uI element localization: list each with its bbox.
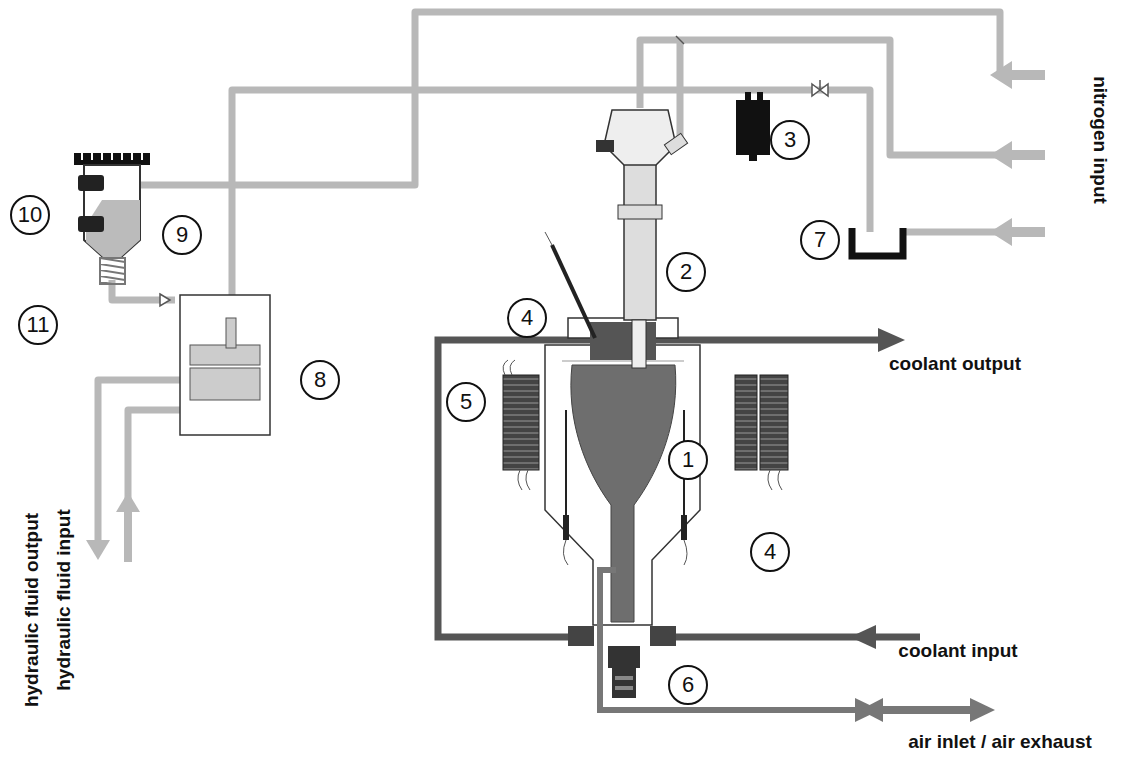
callout-number: 5	[446, 382, 486, 422]
callout-number: 1	[668, 440, 708, 480]
callout-number: 9	[162, 215, 202, 255]
callout-number: 4	[750, 532, 790, 572]
callout-number: 6	[668, 665, 708, 705]
side-label: hydraulic fluid output	[21, 513, 43, 707]
callout-number: 4	[507, 298, 547, 338]
callout-number: 10	[10, 195, 50, 235]
side-label: nitrogen input	[1089, 76, 1111, 204]
callout-number: 7	[800, 220, 840, 260]
flow-label: air inlet / air exhaust	[908, 731, 1092, 753]
side-label: hydraulic fluid input	[53, 509, 75, 691]
callout-number: 11	[18, 305, 58, 345]
flow-label: coolant output	[889, 353, 1021, 375]
callout-number: 8	[300, 360, 340, 400]
callout-number: 3	[770, 120, 810, 160]
callout-number: 2	[666, 252, 706, 292]
flow-label: coolant input	[898, 640, 1017, 662]
